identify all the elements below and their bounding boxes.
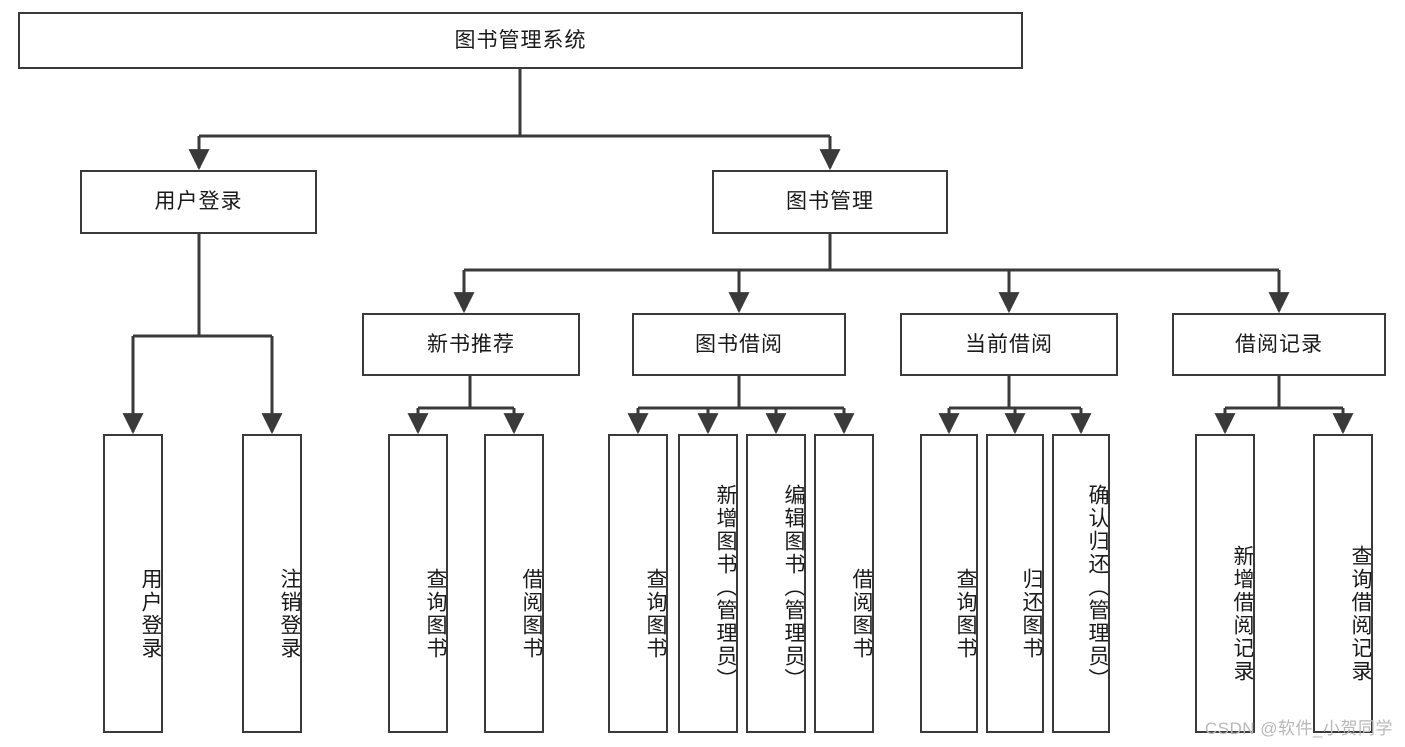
leaf-current-borrow-confirm-return-admin[interactable]: 确认归还（管理员） (1052, 434, 1110, 733)
leaf-borrow-records-query-record[interactable]: 查询借阅记录 (1313, 434, 1373, 733)
node-label: 用户登录 (154, 190, 243, 214)
node-label: 借阅图书 (850, 567, 873, 660)
node-root-book-management-system[interactable]: 图书管理系统 (18, 12, 1023, 69)
node-label: 确认归还（管理员） (1086, 484, 1109, 691)
node-label: 查询图书 (644, 567, 667, 660)
node-label: 用户登录 (139, 567, 162, 660)
node-label: 查询借阅记录 (1349, 544, 1372, 683)
leaf-book-borrow-add-book-admin[interactable]: 新增图书（管理员） (678, 434, 738, 733)
node-label: 查询图书 (424, 567, 447, 660)
node-label: 归还图书 (1020, 567, 1043, 660)
node-label: 借阅记录 (1235, 332, 1323, 356)
csdn-watermark: CSDN @软件_小贺同学 (1204, 719, 1393, 738)
node-new-book-recommendation[interactable]: 新书推荐 (362, 313, 580, 376)
leaf-new-book-query-books[interactable]: 查询图书 (388, 434, 448, 733)
node-label: 查询图书 (954, 567, 977, 660)
node-label: 注销登录 (278, 567, 301, 660)
node-label: 新增图书（管理员） (714, 484, 737, 691)
node-borrowing-records[interactable]: 借阅记录 (1172, 313, 1386, 376)
leaf-user-login-signin[interactable]: 用户登录 (103, 434, 163, 733)
node-label: 编辑图书（管理员） (782, 484, 805, 691)
node-label: 图书管理 (786, 190, 874, 214)
leaf-book-borrow-query-books[interactable]: 查询图书 (608, 434, 668, 733)
leaf-current-borrow-query-books[interactable]: 查询图书 (920, 434, 978, 733)
node-label: 图书管理系统 (454, 28, 587, 52)
leaf-book-borrow-edit-book-admin[interactable]: 编辑图书（管理员） (746, 434, 806, 733)
node-user-login[interactable]: 用户登录 (80, 170, 317, 234)
node-book-borrowing[interactable]: 图书借阅 (632, 313, 846, 376)
node-book-management[interactable]: 图书管理 (712, 170, 948, 234)
leaf-book-borrow-borrow-books[interactable]: 借阅图书 (814, 434, 874, 733)
node-label: 当前借阅 (965, 332, 1053, 356)
node-label: 新增借阅记录 (1231, 544, 1254, 683)
leaf-borrow-records-add-record[interactable]: 新增借阅记录 (1195, 434, 1255, 733)
node-current-borrowing[interactable]: 当前借阅 (900, 313, 1118, 376)
node-label: 新书推荐 (427, 332, 515, 356)
node-label: 借阅图书 (520, 567, 543, 660)
leaf-current-borrow-return-books[interactable]: 归还图书 (986, 434, 1044, 733)
leaf-new-book-borrow-books[interactable]: 借阅图书 (484, 434, 544, 733)
leaf-user-login-signout[interactable]: 注销登录 (242, 434, 302, 733)
node-label: 图书借阅 (695, 332, 783, 356)
